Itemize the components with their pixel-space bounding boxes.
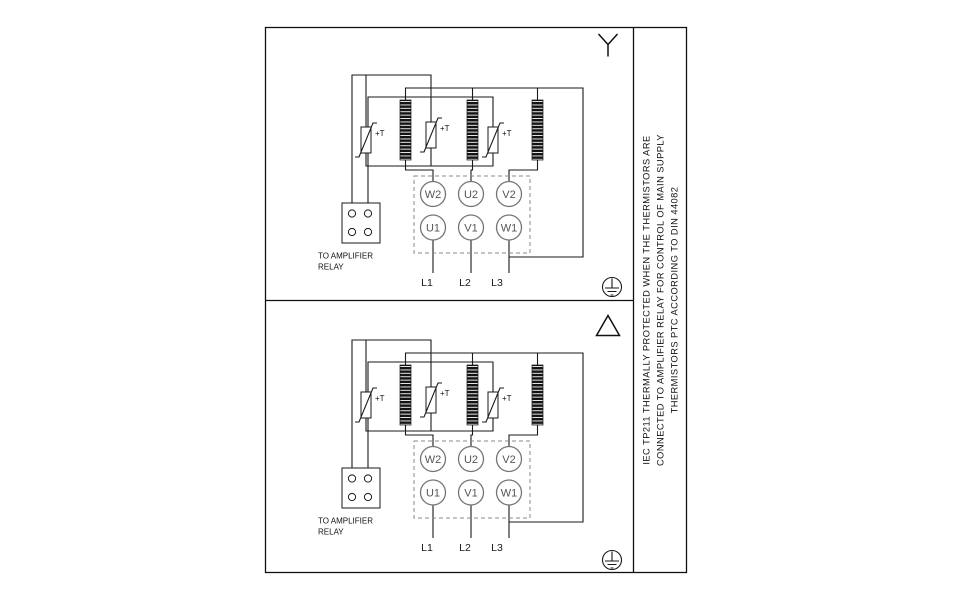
supply-label-l2: L2	[459, 277, 471, 289]
wire-thermistor-bottom-chain	[365, 418, 494, 432]
terminal-circle-w1	[495, 479, 523, 506]
terminal-board-outline	[413, 440, 531, 519]
terminal-label-u1: U1	[426, 222, 440, 234]
winding-bar-3	[531, 364, 544, 426]
thermistor-symbol-1	[355, 122, 377, 158]
side-note-line1: IEC TP211 THERMALLY PROTECTED WHEN THE T…	[642, 135, 652, 464]
thermistor-label-1: +T	[375, 129, 385, 138]
winding-bar-2	[466, 99, 479, 161]
wire-winding2-terminal	[470, 425, 474, 447]
wire-winding1-terminal	[404, 160, 434, 182]
terminal-circle-v1	[457, 214, 485, 241]
wire-winding3-terminal	[508, 160, 539, 182]
star-symbol-icon	[597, 33, 619, 57]
terminal-circle-u1	[419, 479, 447, 506]
terminal-label-u2: U2	[464, 189, 478, 201]
terminal-label-v1: V1	[464, 222, 477, 234]
side-note-line3: THERMISTORS PTC ACCORDING TO DIN 44082	[670, 187, 680, 414]
wire-thermistor-bottom-chain	[365, 153, 494, 167]
terminal-circle-v1	[457, 479, 485, 506]
terminal-label-w1: W1	[501, 222, 518, 234]
winding-bar-3	[531, 99, 544, 161]
terminal-label-v1: V1	[464, 487, 477, 499]
thermistor-symbol-1	[355, 387, 377, 423]
relay-label-line2: RELAY	[318, 528, 344, 537]
relay-connector	[341, 202, 381, 244]
relay-label-line1: TO AMPLIFIER	[318, 252, 373, 261]
terminal-label-u1: U1	[426, 487, 440, 499]
terminal-board-outline	[413, 175, 531, 254]
relay-label-line1: TO AMPLIFIER	[318, 517, 373, 526]
supply-label-l1: L1	[421, 277, 433, 289]
wire-relay-left-thermistor-bus	[351, 339, 432, 468]
earth-ground-icon	[601, 276, 623, 298]
terminal-circle-u2	[457, 180, 485, 208]
terminal-circle-w1	[495, 214, 523, 241]
thermistor-symbol-2	[420, 382, 442, 418]
terminal-label-w2: W2	[425, 189, 442, 201]
thermistor-symbol-3	[482, 387, 504, 423]
thermistor-symbol-2	[420, 117, 442, 153]
supply-label-l1: L1	[421, 542, 433, 554]
supply-label-l2: L2	[459, 542, 471, 554]
winding-bar-1	[399, 99, 412, 161]
panel-delta-connection: +T +T +T W2 U2 V2 U1 V1 W1	[318, 313, 623, 571]
wire-winding2-terminal	[470, 160, 474, 182]
terminal-label-v2: V2	[502, 454, 515, 466]
terminal-circle-w2	[419, 180, 447, 208]
wire-winding-top-bus	[404, 352, 584, 523]
terminal-circle-v2	[495, 445, 523, 473]
terminal-label-v2: V2	[502, 189, 515, 201]
delta-symbol-icon	[595, 313, 621, 337]
thermistor-label-3: +T	[502, 394, 512, 403]
relay-connector	[341, 467, 381, 509]
wire-winding1-terminal	[404, 425, 434, 447]
terminal-circle-u2	[457, 445, 485, 473]
supply-label-l3: L3	[491, 277, 503, 289]
supply-label-l3: L3	[491, 542, 503, 554]
thermistor-symbol-3	[482, 122, 504, 158]
terminal-circle-v2	[495, 180, 523, 208]
thermistor-label-2: +T	[440, 389, 450, 398]
terminal-label-w2: W2	[425, 454, 442, 466]
terminal-label-w1: W1	[501, 487, 518, 499]
wire-winding-top-bus	[404, 87, 584, 258]
wire-relay-left-thermistor-bus	[351, 74, 432, 203]
winding-bar-2	[466, 364, 479, 426]
side-note-line2: CONNECTED TO AMPLIFIER RELAY FOR CONTROL…	[656, 134, 666, 466]
side-note: IEC TP211 THERMALLY PROTECTED WHEN THE T…	[642, 134, 680, 466]
wire-winding3-terminal	[508, 425, 539, 447]
thermistor-label-1: +T	[375, 394, 385, 403]
terminal-circle-u1	[419, 214, 447, 241]
earth-ground-icon	[601, 549, 623, 571]
terminal-circle-w2	[419, 445, 447, 473]
thermistor-label-3: +T	[502, 129, 512, 138]
winding-bar-1	[399, 364, 412, 426]
relay-label-line2: RELAY	[318, 263, 344, 272]
panel-star-connection: +T +T +T W2 U2 V2 U1 V1 W1	[318, 33, 623, 298]
terminal-label-u2: U2	[464, 454, 478, 466]
thermistor-label-2: +T	[440, 124, 450, 133]
